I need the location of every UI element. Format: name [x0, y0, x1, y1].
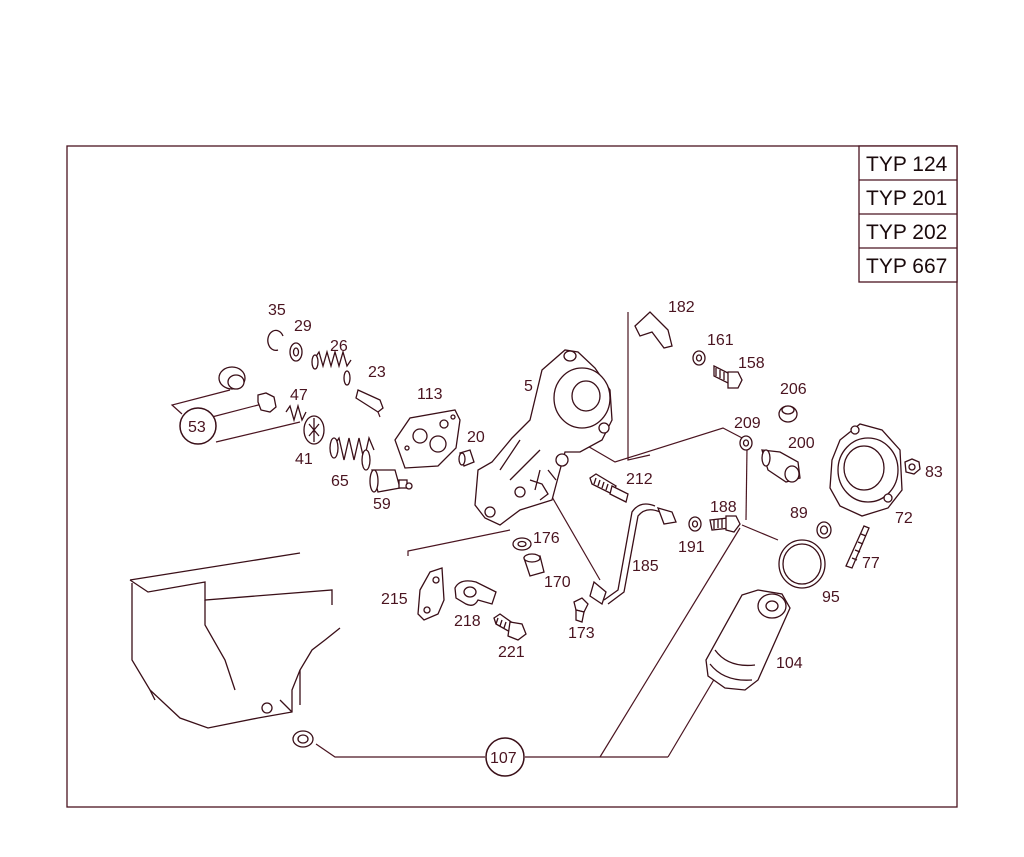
label-104: 104 — [776, 655, 803, 672]
part-65-spring — [329, 435, 375, 471]
label-47: 47 — [290, 387, 308, 404]
part-53-cap — [218, 366, 277, 413]
part-20-bushing — [458, 449, 475, 467]
label-206: 206 — [780, 381, 807, 398]
part-83-nut — [904, 458, 921, 475]
part-212-bolt — [589, 473, 629, 503]
part-185-pipe — [589, 503, 677, 606]
type-table: TYP 124 TYP 201 TYP 202 TYP 667 — [858, 145, 958, 283]
part-35-snap-ring — [267, 329, 284, 352]
label-59: 59 — [373, 496, 391, 513]
label-218: 218 — [454, 613, 481, 630]
diagram-frame — [66, 145, 958, 808]
label-89: 89 — [790, 505, 808, 522]
part-59-plug — [369, 469, 413, 493]
part-176-ring — [512, 537, 532, 551]
label-77: 77 — [862, 555, 880, 572]
part-89-ring — [816, 521, 832, 539]
label-5: 5 — [524, 378, 533, 395]
type-row-3: TYP 202 — [866, 221, 947, 244]
label-212: 212 — [626, 471, 653, 488]
label-209: 209 — [734, 415, 761, 432]
part-5-housing — [474, 349, 613, 526]
label-188: 188 — [710, 499, 737, 516]
label-221: 221 — [498, 644, 525, 661]
label-107: 107 — [490, 750, 517, 767]
type-row-1: TYP 124 — [866, 153, 948, 176]
label-170: 170 — [544, 574, 571, 591]
part-72-cover — [829, 423, 903, 517]
callout-53 — [179, 407, 217, 445]
part-191-washer — [688, 516, 702, 532]
part-188-bolt — [709, 515, 741, 533]
part-labels: 35 29 26 23 47 53 41 65 59 113 20 5 182 … — [188, 299, 943, 767]
part-170-plug — [523, 553, 545, 577]
part-173-bolt — [573, 597, 589, 623]
part-104-filter — [705, 589, 791, 691]
label-158: 158 — [738, 355, 765, 372]
label-113: 113 — [417, 386, 443, 403]
label-83: 83 — [925, 464, 943, 481]
label-176: 176 — [533, 530, 560, 547]
label-29: 29 — [294, 318, 312, 335]
label-72: 72 — [895, 510, 913, 527]
part-23-pin — [355, 389, 384, 418]
label-200: 200 — [788, 435, 815, 452]
part-113-gasket — [394, 409, 461, 469]
part-209-washer — [739, 435, 753, 451]
leader-lines — [170, 312, 779, 758]
label-41: 41 — [295, 451, 313, 468]
type-row-4: TYP 667 — [866, 255, 947, 278]
label-173: 173 — [568, 625, 595, 642]
part-29-washer — [289, 342, 303, 362]
label-23: 23 — [368, 364, 386, 381]
part-221-bolt — [493, 613, 527, 641]
oil-pan — [129, 552, 341, 729]
part-215-plate — [417, 567, 445, 621]
label-53: 53 — [188, 419, 206, 436]
part-107-seal — [292, 730, 314, 748]
part-182-bracket — [634, 311, 673, 349]
label-35: 35 — [268, 302, 286, 319]
label-65: 65 — [331, 473, 349, 490]
label-95: 95 — [822, 589, 840, 606]
callout-107 — [485, 737, 525, 777]
label-161: 161 — [707, 332, 734, 349]
label-185: 185 — [632, 558, 659, 575]
label-215: 215 — [381, 591, 408, 608]
label-20: 20 — [467, 429, 485, 446]
part-26-spring — [311, 349, 352, 386]
part-206-plug — [778, 405, 798, 423]
part-77-stud — [845, 525, 870, 569]
part-200-sender — [761, 449, 801, 483]
part-47-spring — [285, 403, 307, 423]
label-191: 191 — [678, 539, 705, 556]
label-26: 26 — [330, 338, 348, 355]
part-218-clamp — [454, 580, 497, 606]
part-158-bolt — [713, 364, 743, 389]
type-row-2: TYP 201 — [866, 187, 947, 210]
part-161-washer — [692, 350, 706, 366]
part-41-disc — [303, 415, 325, 445]
part-95-oring — [778, 539, 826, 589]
label-182: 182 — [668, 299, 695, 316]
